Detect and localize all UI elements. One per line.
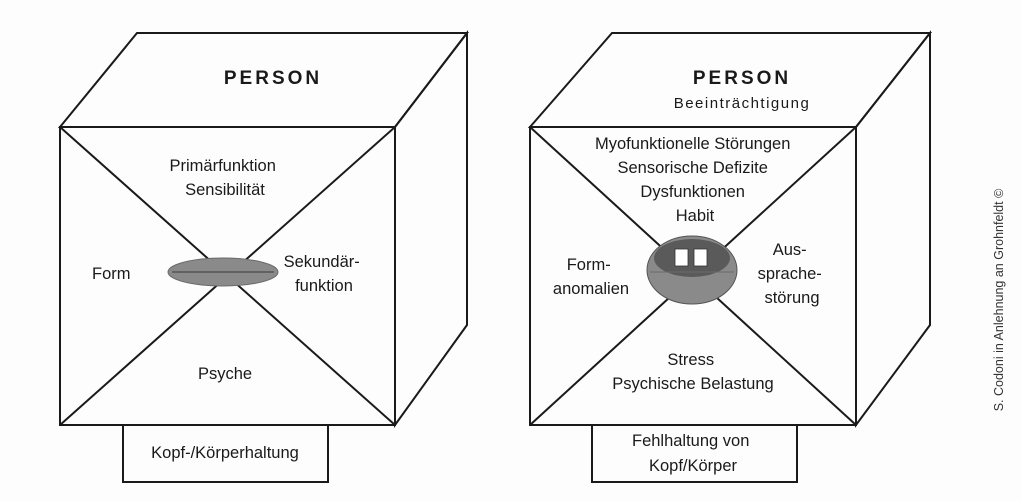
right-cube-front-face: [529, 126, 857, 426]
left-base-label: Kopf-/Körperhaltung: [151, 444, 299, 462]
right-front-left-text: Form- anomalien: [553, 256, 629, 298]
left-front-bottom-text: Psyche: [198, 365, 252, 383]
left-front-left-text: Form: [92, 265, 131, 283]
right-front-top-text: Myofunktionelle Störungen Sensorische De…: [595, 135, 795, 225]
right-front-bottom-text: Stress Psychische Belastung: [612, 351, 773, 393]
right-base-label: Fehlhaltung von Kopf/Körper: [632, 432, 754, 475]
closed-mouth-icon: [167, 257, 279, 287]
open-mouth-icon: [646, 235, 738, 305]
right-cube-subtitle: Beeinträchtigung: [674, 95, 811, 112]
left-cube: PERSON Primärfunktion Sensibilität Form …: [57, 30, 470, 483]
left-cube-front-face: [59, 126, 396, 426]
tooth-right: [693, 248, 708, 267]
tooth-left: [674, 248, 689, 267]
right-cube-title: PERSON: [693, 68, 791, 89]
left-cube-side-face: [394, 30, 468, 429]
right-front-right-text: Aus- sprache- störung: [758, 241, 827, 307]
left-cube-base-stand: [122, 425, 329, 483]
left-front-top-text: Primärfunktion Sensibilität: [170, 157, 281, 199]
right-cube-side-face: [855, 30, 931, 429]
right-cube: PERSON Beeinträchtigung Myofunktionelle …: [527, 30, 933, 483]
left-front-right-text: Sekundär- funktion: [284, 253, 365, 295]
left-cube-title: PERSON: [224, 68, 322, 89]
right-cube-base-stand: [591, 425, 798, 483]
credit-text: S. Codoni in Anlehnung an Grohnfeldt ©: [992, 188, 1006, 411]
